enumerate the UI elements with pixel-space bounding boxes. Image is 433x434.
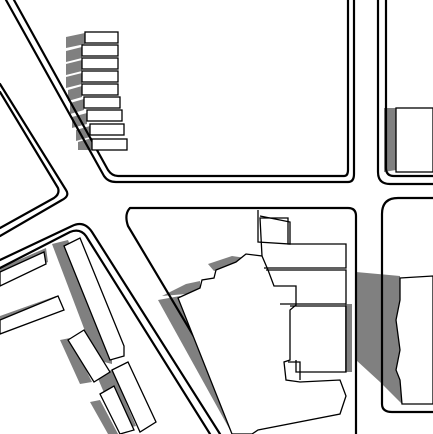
- shadow-row-house: [70, 99, 84, 114]
- row-house: [81, 70, 119, 83]
- shadow-row-house: [66, 33, 85, 48]
- shadow-right-block: [356, 272, 420, 404]
- right-block-building: [395, 275, 433, 405]
- road-west-diagonal: [0, 82, 69, 238]
- row-house: [86, 109, 123, 122]
- road-diagonal-upper-left: [4, 0, 356, 184]
- shadow-row-house: [66, 60, 82, 75]
- left-row-building: [99, 385, 135, 434]
- shadow-main-block: [208, 256, 246, 271]
- shadow-left-row: [90, 400, 118, 434]
- shadow-inner-building: [345, 304, 352, 372]
- shadow-row-house: [68, 86, 82, 101]
- road-central-block: [125, 206, 358, 434]
- row-house: [81, 44, 119, 57]
- inner-building-outline: [288, 361, 301, 380]
- row-house: [81, 83, 119, 96]
- road-west-diagonal-inner: [0, 90, 60, 230]
- shadow-left-row: [60, 338, 92, 384]
- row-house: [91, 138, 128, 151]
- row-house: [83, 96, 121, 109]
- road-right-column-edge-inner: [384, 0, 433, 178]
- left-row-building: [63, 237, 125, 361]
- shadow-row-house: [66, 73, 82, 88]
- main-block-building: [177, 253, 347, 434]
- inner-building-outline: [259, 217, 347, 269]
- left-row-building: [0, 251, 47, 287]
- left-row-building: [0, 295, 65, 335]
- shadow-row-house: [66, 47, 82, 62]
- shadow-left-row: [52, 240, 112, 364]
- left-row-building: [111, 361, 157, 433]
- road-right-block: [380, 196, 433, 414]
- corner-building: [395, 107, 433, 173]
- road-right-column-edge: [376, 0, 433, 186]
- road-diagonal-upper-left-inner: [12, 0, 350, 178]
- row-house: [89, 123, 125, 136]
- left-row-building: [67, 329, 111, 383]
- inner-building-outline: [290, 305, 347, 373]
- row-house: [81, 57, 119, 70]
- row-house: [84, 31, 119, 44]
- inner-building-outline: [266, 269, 347, 305]
- road-southwest-edge-inner: [0, 222, 222, 434]
- road-southwest-edge: [0, 229, 212, 434]
- buildings: [0, 31, 433, 434]
